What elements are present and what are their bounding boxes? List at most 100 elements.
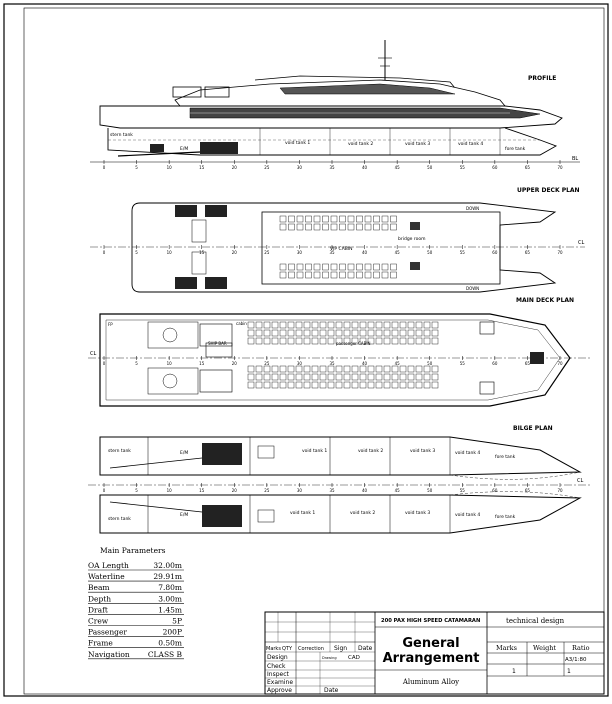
upper-seat-grid xyxy=(279,215,397,279)
title-block-ratio-value: A3/1:80 xyxy=(565,657,587,663)
seat xyxy=(407,329,415,337)
seat xyxy=(383,365,391,373)
main-label-cl: CL xyxy=(90,351,96,357)
frame-tick-label: 0 xyxy=(103,165,106,170)
frame-tick-label: 45 xyxy=(395,361,401,366)
seat xyxy=(303,373,311,381)
seat xyxy=(295,321,303,329)
title-block-ratio: Ratio xyxy=(572,644,590,652)
bilge-title: BILGE PLAN xyxy=(513,425,553,432)
seat xyxy=(399,365,407,373)
seat xyxy=(391,321,399,329)
frame-tick-label: 35 xyxy=(329,361,335,366)
frame-tick-label: 10 xyxy=(167,250,173,255)
role-design: Design xyxy=(267,654,288,661)
bilge-label-void2-bottom: void tank 2 xyxy=(350,510,375,516)
frame-tick-label: 40 xyxy=(362,165,368,170)
title-block-marks: Marks xyxy=(496,644,517,652)
seat xyxy=(423,365,431,373)
frame-tick-label: 25 xyxy=(264,165,270,170)
profile-label-bl: BL xyxy=(572,156,578,162)
frame-tick-label: 70 xyxy=(557,361,563,366)
frame-tick-label: 15 xyxy=(199,165,205,170)
frame-tick-label: 65 xyxy=(525,361,531,366)
seat xyxy=(347,263,355,271)
profile-label-em: E/M xyxy=(180,146,188,152)
seat xyxy=(319,365,327,373)
seat xyxy=(311,373,319,381)
parameter-label: Waterline xyxy=(88,572,125,581)
parameter-value: 29.91m xyxy=(153,572,182,581)
seat xyxy=(295,381,303,389)
role-approve: Approve xyxy=(267,687,292,694)
rev-col-correction: Correction xyxy=(298,646,324,652)
seat xyxy=(296,223,304,231)
seat xyxy=(311,365,319,373)
seat xyxy=(347,215,355,223)
seat xyxy=(247,373,255,381)
seat xyxy=(407,337,415,345)
seat xyxy=(322,223,329,231)
title-block-weight: Weight xyxy=(533,644,556,652)
seat xyxy=(383,373,391,381)
frame-tick-label: 55 xyxy=(460,165,466,170)
seat xyxy=(319,329,327,337)
seat xyxy=(255,365,263,373)
seat xyxy=(390,223,397,231)
seat xyxy=(381,215,389,223)
seat xyxy=(431,373,439,381)
parameter-value: 32.00m xyxy=(153,561,182,570)
seat xyxy=(287,365,295,373)
seat xyxy=(423,373,431,381)
parameter-label: Passenger xyxy=(88,628,127,637)
seat xyxy=(295,373,303,381)
seat xyxy=(295,329,303,337)
seat xyxy=(279,337,287,345)
seat xyxy=(319,337,327,345)
seat xyxy=(423,337,431,345)
frame-tick-label: 25 xyxy=(264,361,270,366)
seat xyxy=(339,215,346,223)
seat xyxy=(247,365,255,373)
seat xyxy=(351,373,359,381)
sheet-border xyxy=(3,3,609,697)
frame-tick-label: 15 xyxy=(199,488,205,493)
seat xyxy=(431,329,439,337)
frame-tick-label: 50 xyxy=(427,361,433,366)
frame-tick-label: 50 xyxy=(427,250,433,255)
seat xyxy=(327,329,335,337)
main-label-passenger: passenger CABIN xyxy=(336,341,371,346)
seat xyxy=(367,329,375,337)
rev-col-date: Date xyxy=(358,645,373,652)
seat xyxy=(279,223,287,231)
seat xyxy=(295,365,303,373)
frame-tick-label: 15 xyxy=(199,250,205,255)
rev-col-qty: QTY xyxy=(282,646,293,652)
parameter-label: Frame xyxy=(88,639,113,648)
seat xyxy=(327,321,335,329)
frame-tick-label: 5 xyxy=(135,488,138,493)
seat xyxy=(305,215,312,223)
frame-tick-label: 10 xyxy=(167,165,173,170)
seat xyxy=(311,337,319,345)
bilge-label-void4-top: void tank 4 xyxy=(455,450,480,456)
seat xyxy=(383,321,391,329)
bilge-label-stern-tank-bottom: stern tank xyxy=(108,516,131,522)
seat xyxy=(356,271,363,279)
title-block-drawing: Drawing xyxy=(322,656,337,660)
seat xyxy=(373,271,380,279)
seat xyxy=(359,321,367,329)
seat xyxy=(319,381,327,389)
seat xyxy=(279,271,287,279)
title-block-weight-num: 1 xyxy=(567,668,571,675)
frame-tick-label: 20 xyxy=(232,488,238,493)
seat xyxy=(305,263,312,271)
frame-tick-label: 50 xyxy=(427,488,433,493)
upper-label-bridge: bridge room xyxy=(398,236,426,242)
parameter-label: Crew xyxy=(88,617,109,626)
seat xyxy=(319,373,327,381)
bilge-label-fore-tank-top: fore tank xyxy=(495,454,516,460)
seat xyxy=(399,373,407,381)
